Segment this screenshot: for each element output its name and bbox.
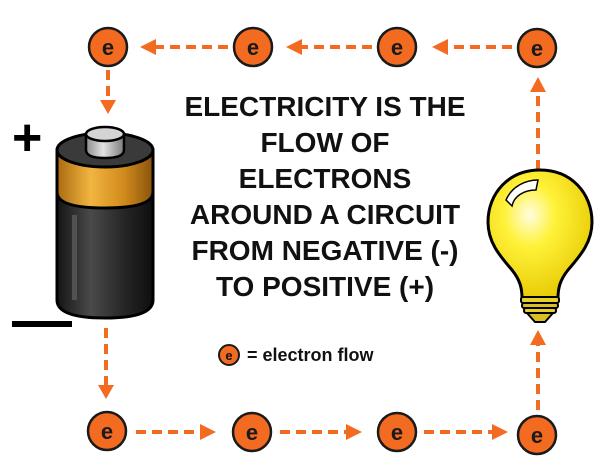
electron-icon: e xyxy=(218,344,240,366)
legend-text: = electron flow xyxy=(247,344,374,365)
heading-line: ELECTRONS xyxy=(238,163,412,194)
electron-label: e xyxy=(531,36,543,61)
heading-line: FROM NEGATIVE (-) xyxy=(191,235,459,266)
legend: e = electron flow xyxy=(218,340,374,370)
electron-label: e xyxy=(391,420,403,445)
flow-arrows xyxy=(98,39,546,440)
electron-label: e xyxy=(102,35,114,60)
electron-bottom-4: e xyxy=(516,414,558,456)
flow-arrow-left-bottom xyxy=(98,328,114,399)
bulb-base-tip xyxy=(524,312,556,323)
flow-arrow-left-top xyxy=(100,70,116,114)
electron-label: e xyxy=(246,420,258,445)
electrons: e e e e e e e xyxy=(86,26,558,456)
main-heading: ELECTRICITY IS THE FLOW OF ELECTRONS ARO… xyxy=(160,89,490,305)
battery-terminal-top xyxy=(84,125,126,143)
bulb-highlight xyxy=(505,179,539,208)
battery-icon xyxy=(55,125,155,320)
flow-arrow-right-top xyxy=(530,77,546,170)
battery-body xyxy=(55,188,155,320)
flow-arrow-top-3 xyxy=(140,39,228,55)
electron-top-1: e xyxy=(87,26,129,68)
electron-bottom-3: e xyxy=(376,411,418,453)
negative-sign: — xyxy=(12,286,72,353)
flow-arrow-top-2 xyxy=(286,39,372,55)
electron-label: e xyxy=(101,419,113,444)
heading-line: AROUND A CIRCUIT xyxy=(189,199,461,230)
heading-line: TO POSITIVE (+) xyxy=(215,271,435,302)
heading-line: FLOW OF xyxy=(260,127,390,158)
electron-top-4: e xyxy=(516,27,558,69)
heading-line: ELECTRICITY IS THE xyxy=(184,91,466,122)
flow-arrow-bottom-2 xyxy=(280,424,362,440)
battery-highlight xyxy=(72,215,77,300)
bulb-glass xyxy=(486,168,594,300)
positive-sign: + xyxy=(12,109,43,167)
light-bulb-icon xyxy=(486,168,594,323)
electron-bottom-1: e xyxy=(86,410,128,452)
electron-label: e xyxy=(247,35,259,60)
electron-top-2: e xyxy=(232,26,274,68)
flow-arrow-bottom-3 xyxy=(424,424,508,440)
electron-label: e xyxy=(531,423,543,448)
flow-arrow-right-bottom xyxy=(530,330,546,410)
electron-top-3: e xyxy=(376,26,418,68)
flow-arrow-top-1 xyxy=(432,39,512,55)
electron-label: e xyxy=(391,35,403,60)
electron-bottom-2: e xyxy=(231,411,273,453)
flow-arrow-bottom-1 xyxy=(136,424,216,440)
